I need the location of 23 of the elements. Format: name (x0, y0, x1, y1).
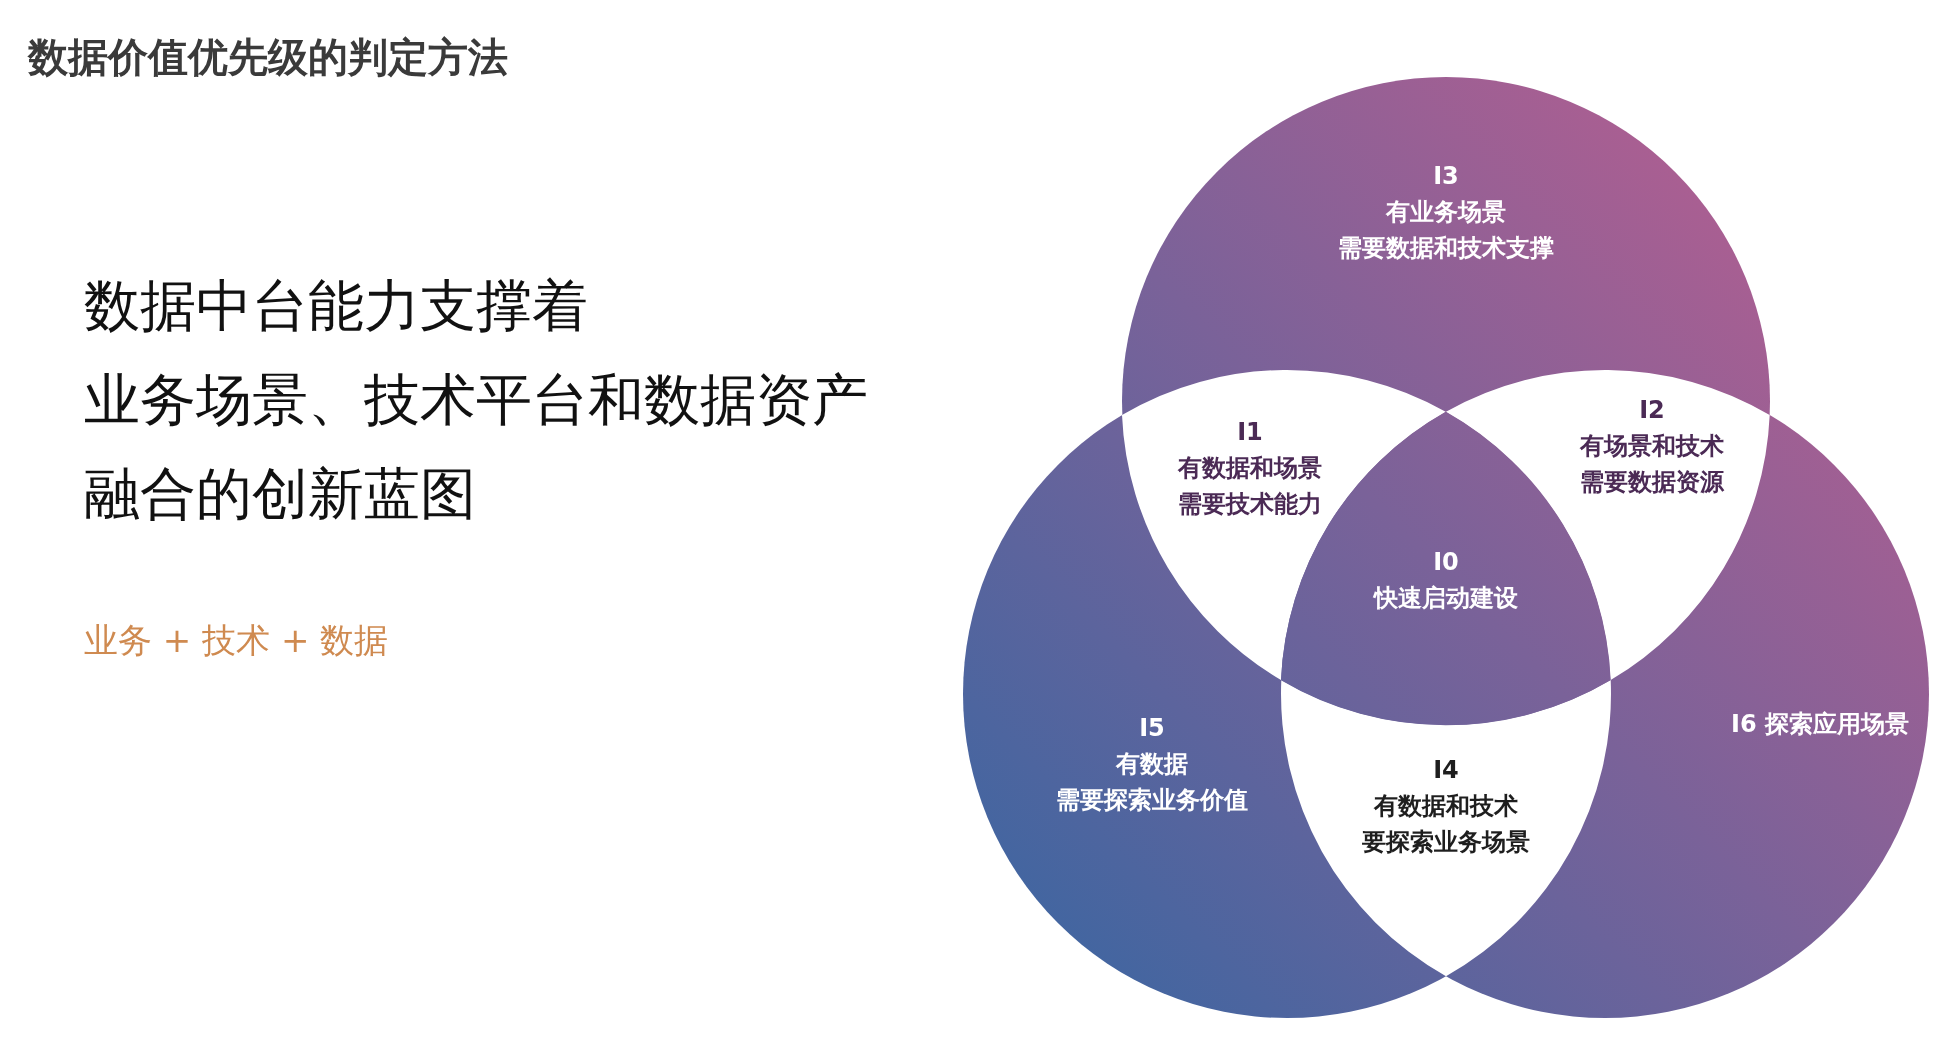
region-text: 需要探索业务价值 (1056, 785, 1248, 816)
region-text: 有数据 (1116, 749, 1188, 780)
region-heading: I1 (1237, 417, 1263, 448)
region-text: 需要数据和技术支撑 (1338, 233, 1554, 264)
region-text: 需要技术能力 (1178, 489, 1322, 520)
headline-text: 融合的创新蓝图 (84, 460, 476, 528)
region-text: 有数据和场景 (1178, 453, 1322, 484)
region-heading: I0 (1433, 547, 1459, 578)
region-heading: I6 探索应用场景 (1731, 709, 1909, 740)
region-heading: I4 (1433, 755, 1459, 786)
headline-text: 业务场景、技术平台和数据资产 (84, 366, 868, 434)
region-text: 有场景和技术 (1580, 431, 1724, 462)
page-title: 数据价值优先级的判定方法 (28, 33, 508, 82)
region-text: 需要数据资源 (1580, 467, 1724, 498)
region-heading: I2 (1639, 395, 1665, 426)
region-text: 有业务场景 (1386, 197, 1506, 228)
region-text: 快速启动建设 (1374, 583, 1518, 614)
region-text: 要探索业务场景 (1362, 827, 1530, 858)
headline-text: 数据中台能力支撑着 (84, 272, 588, 340)
region-heading: I3 (1433, 161, 1459, 192)
region-text: 有数据和技术 (1374, 791, 1518, 822)
region-heading: I5 (1139, 713, 1165, 744)
tagline-text: 业务 + 技术 + 数据 (84, 619, 389, 662)
